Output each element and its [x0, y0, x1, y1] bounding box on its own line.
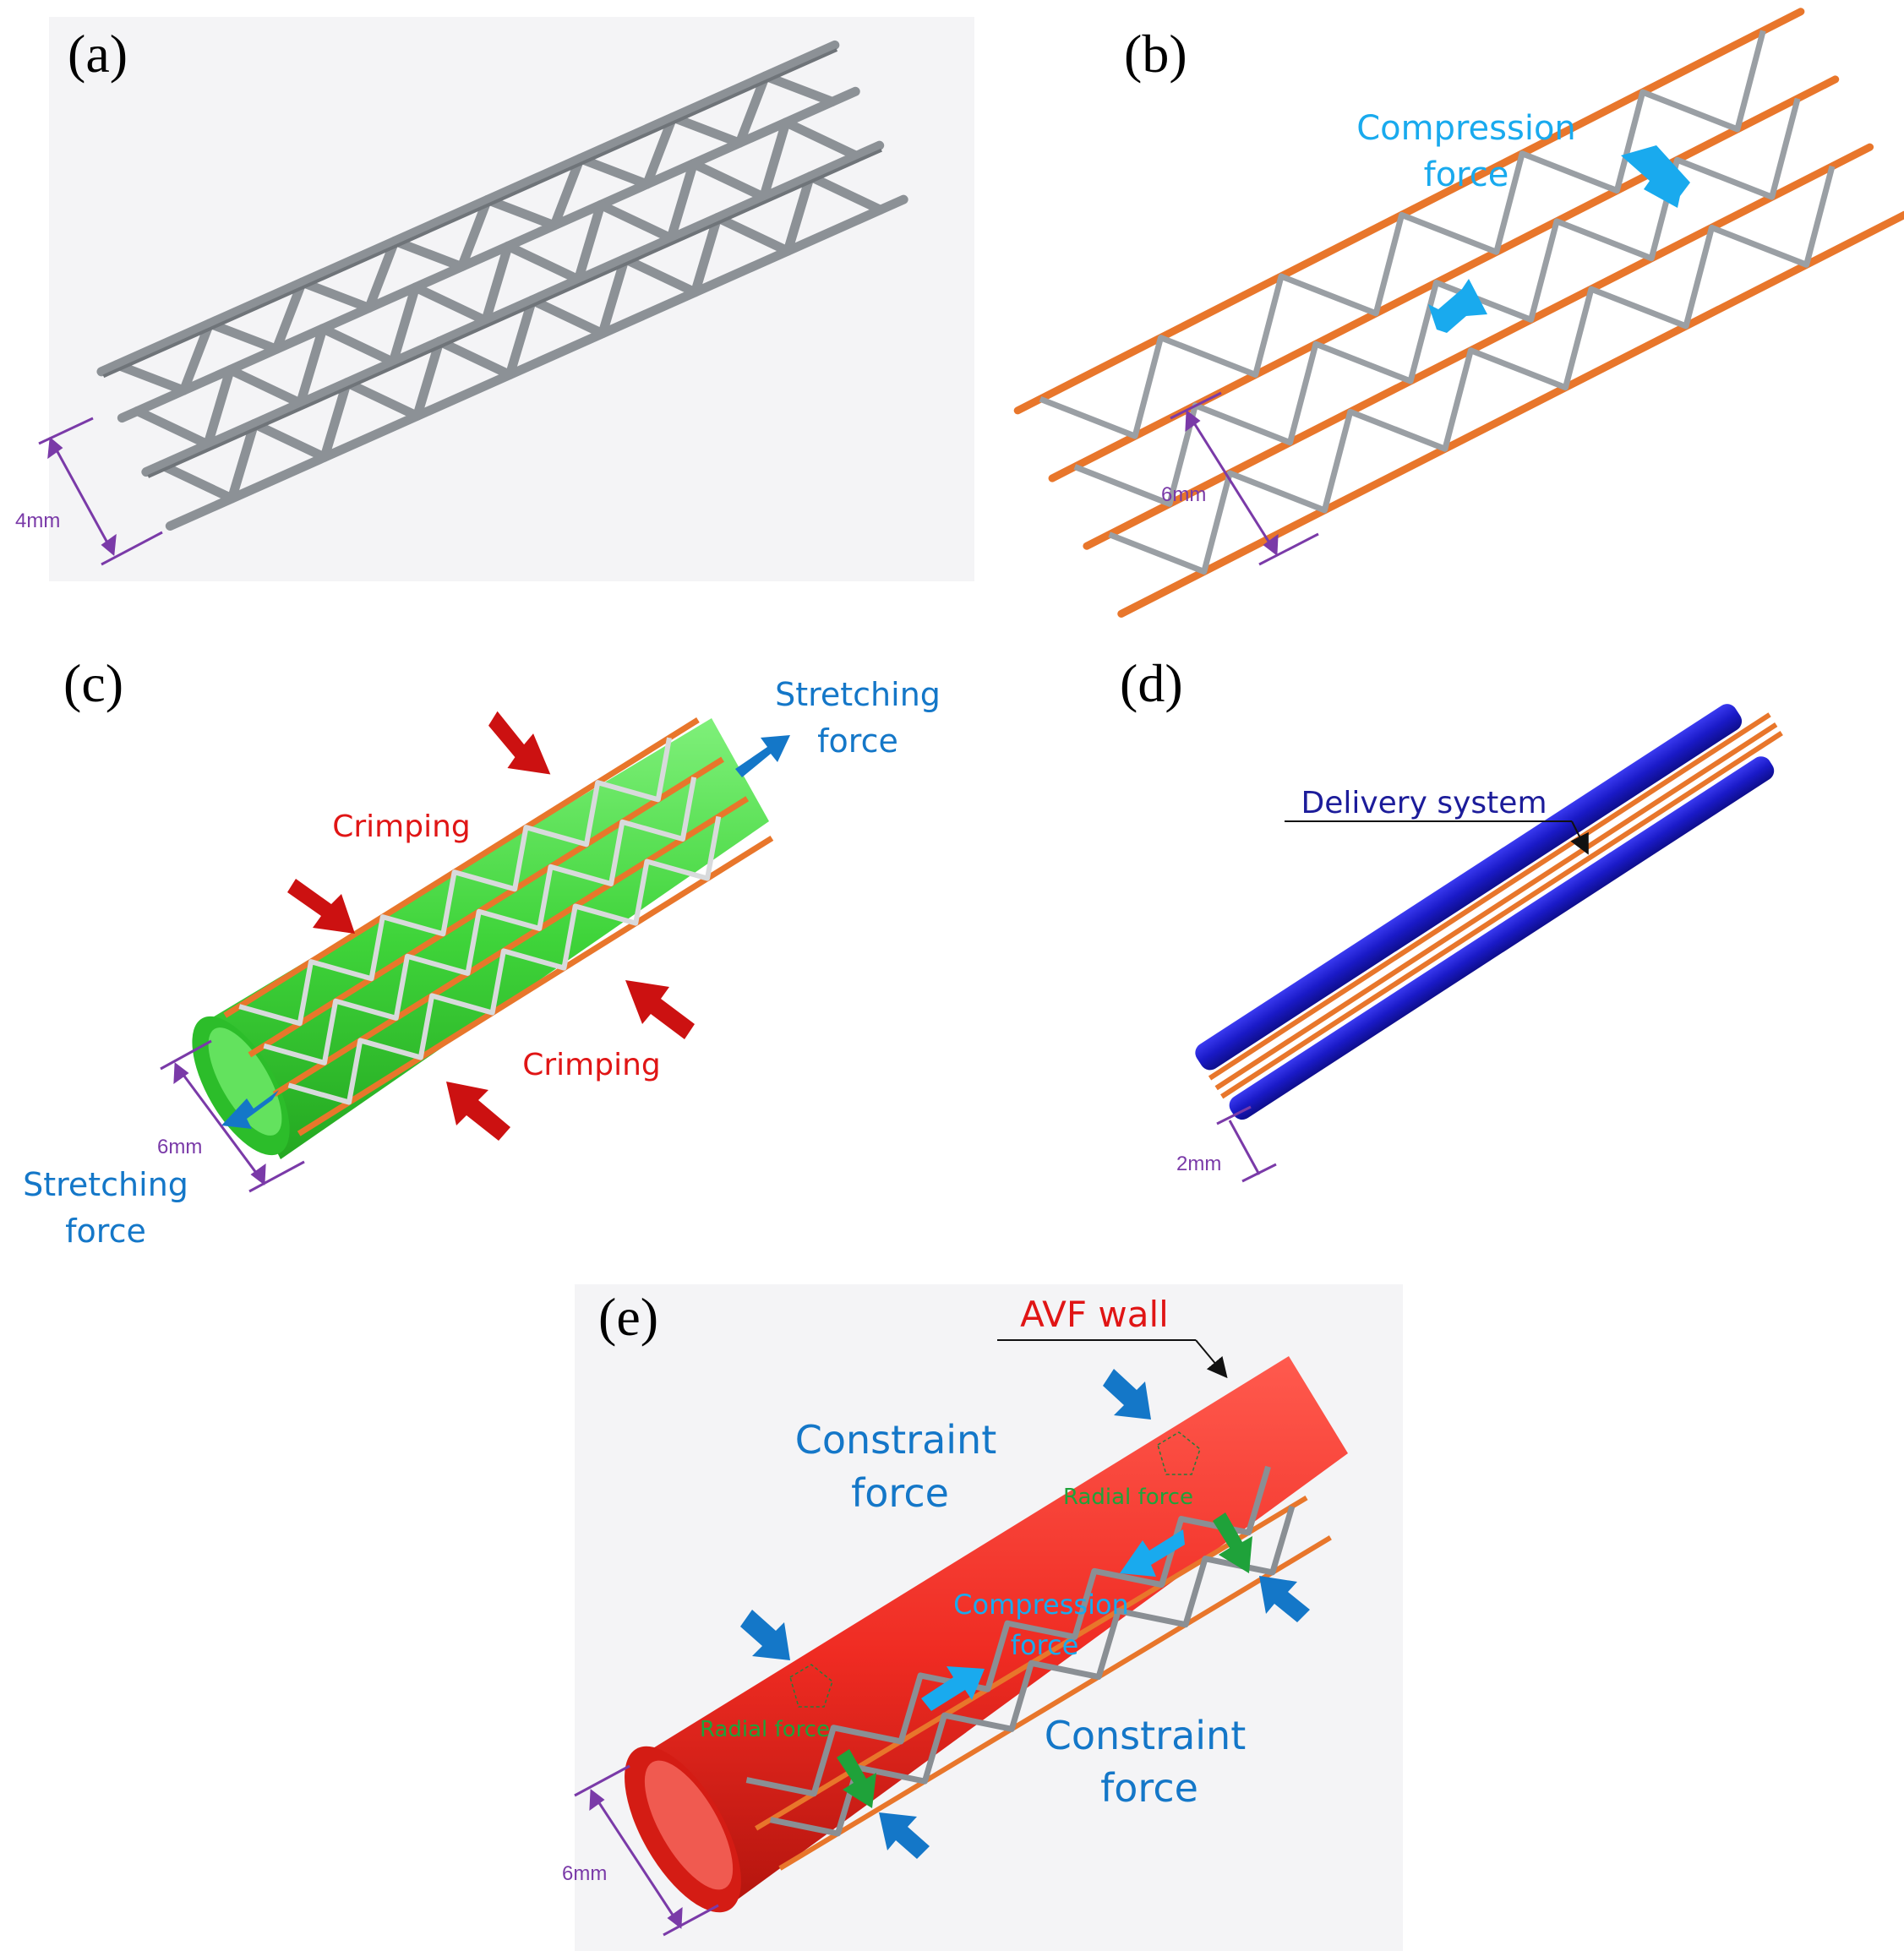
constraint-label-bottom-2: force: [1100, 1765, 1198, 1811]
compression-label-e-2: force: [1011, 1629, 1079, 1661]
inner-compression-arrows: [921, 1529, 1185, 1711]
dimension-a: [38, 417, 163, 566]
panel-a: (a) 4mm: [15, 17, 974, 581]
compression-arrow-icon: [1428, 279, 1487, 333]
crimping-arrow-icon: [446, 1082, 510, 1141]
compression-arrow-icon: [1621, 145, 1690, 208]
avf-pointer-arrow-icon: [1195, 1339, 1228, 1379]
panel-e-label: (e): [598, 1287, 658, 1347]
constraint-label-top-2: force: [851, 1470, 949, 1516]
stretching-arrow-icon: [221, 1090, 279, 1129]
radial-arrows: [837, 1512, 1252, 1808]
dimension-e: [574, 1764, 719, 1937]
dimension-e-text: 6mm: [562, 1862, 607, 1885]
crimping-label-top: Crimping: [332, 809, 471, 844]
stent-a: [96, 40, 908, 531]
avf-wall-label: AVF wall: [1020, 1294, 1169, 1335]
stretching-label-top-2: force: [817, 722, 898, 760]
radial-force-label-bottom: Radial force: [700, 1717, 830, 1742]
crimping-arrows: [287, 711, 695, 1141]
crimping-arrow-icon: [488, 711, 551, 775]
panel-b: (b) Compression force: [1013, 8, 1904, 618]
delivery-system-label: Delivery system: [1301, 786, 1547, 820]
panel-d: (d) Delivery system 2mm: [1120, 653, 1783, 1183]
dimension-a-text: 4mm: [15, 510, 60, 532]
crimping-label-bottom: Crimping: [522, 1048, 661, 1082]
panel-e: (e): [562, 1284, 1403, 1951]
dimension-d: [1216, 1105, 1277, 1183]
constraint-arrow-icon: [1259, 1576, 1310, 1622]
crimping-arrow-icon: [287, 879, 355, 934]
constraint-label-top-1: Constraint: [795, 1417, 997, 1463]
radial-arrow-icon: [1213, 1512, 1252, 1573]
compression-force-label-2: force: [1424, 155, 1509, 194]
compression-arrow-icon: [1120, 1529, 1185, 1577]
compression-force-label-1: Compression: [1356, 109, 1576, 148]
dimension-b-text: 6mm: [1161, 483, 1206, 506]
stretching-label-bottom-2: force: [65, 1213, 146, 1250]
panel-b-label: (b): [1124, 24, 1187, 84]
stretching-arrow-icon: [735, 735, 790, 777]
constraint-arrow-icon: [1103, 1369, 1151, 1420]
radial-force-label-top: Radial force: [1063, 1485, 1193, 1510]
stent-c: [223, 717, 774, 1136]
constraint-label-bottom-1: Constraint: [1045, 1713, 1247, 1758]
avf-wall: [625, 1356, 1348, 1913]
crimping-arrow-icon: [625, 980, 695, 1039]
stretching-label-bottom-1: Stretching: [23, 1166, 188, 1203]
constraint-arrow-icon: [740, 1610, 790, 1660]
dimension-c: [160, 1039, 305, 1193]
radial-arrow-icon: [837, 1749, 876, 1808]
dimension-c-text: 6mm: [157, 1136, 202, 1158]
panel-d-label: (d): [1120, 653, 1183, 713]
radial-dashed-markers: [789, 1431, 1201, 1708]
panel-c: (c): [23, 653, 941, 1250]
compression-arrows-b: [1428, 145, 1690, 333]
constraint-arrow-icon: [879, 1812, 930, 1859]
stretch-arrows-c: [221, 735, 790, 1129]
compression-arrow-icon: [921, 1666, 985, 1711]
compression-label-e-1: Compression: [953, 1589, 1129, 1621]
delivery-system-d: [1195, 704, 1783, 1120]
stretching-label-top-1: Stretching: [775, 676, 941, 713]
constraint-arrows: [740, 1369, 1310, 1859]
dimension-b: [1170, 391, 1319, 566]
dimension-d-text: 2mm: [1176, 1153, 1221, 1175]
panel-a-label: (a): [68, 24, 128, 84]
panel-c-label: (c): [63, 653, 123, 713]
delivery-pointer-arrow-icon: [1570, 820, 1589, 855]
